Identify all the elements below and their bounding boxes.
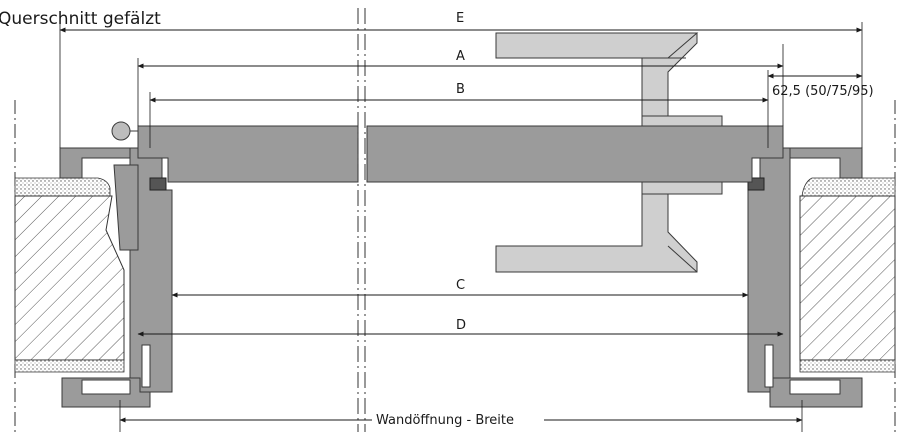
dimension-label-d: D (456, 318, 466, 333)
left-wall (14, 177, 125, 373)
drawing-title: Querschnitt gefälzt (0, 9, 161, 29)
right-door-frame (747, 147, 863, 408)
dimension-label-rebate: 62,5 (50/75/95) (772, 84, 874, 99)
dimension-label-c: C (456, 278, 465, 293)
door-leaf (137, 125, 784, 183)
dimension-label-e: E (456, 11, 464, 26)
section-break-lines (357, 8, 366, 432)
dimension-label-a: A (456, 49, 465, 64)
dimension-label-b: B (456, 82, 465, 97)
door-handle (495, 32, 723, 273)
wall-edge-lines (14, 100, 896, 432)
dimension-label-wall-opening: Wandöffnung - Breite (376, 413, 514, 428)
left-door-frame (59, 121, 173, 408)
right-wall (799, 177, 896, 373)
